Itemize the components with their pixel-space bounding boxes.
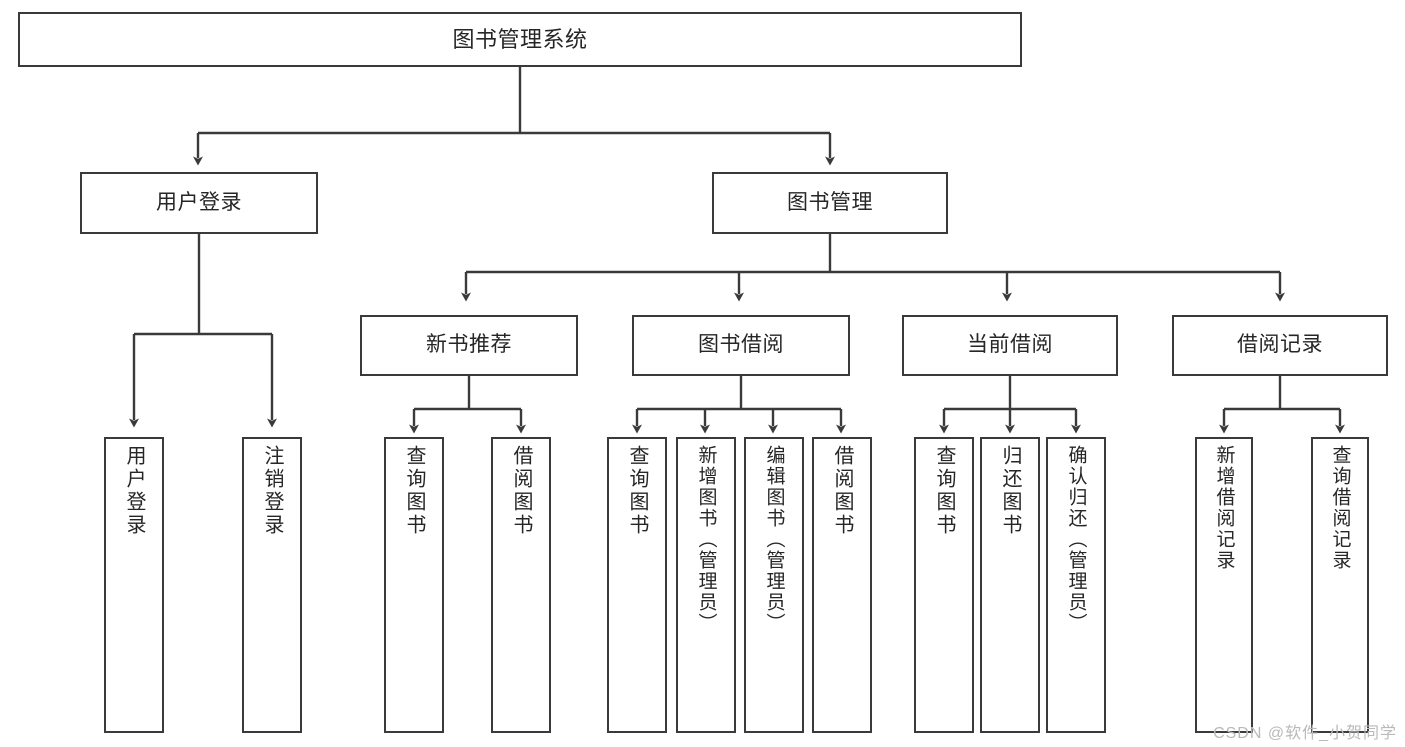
node-label: 编辑图书（管理员） <box>763 445 785 634</box>
node-book-borrow[interactable]: 图书借阅 <box>632 315 850 376</box>
leaf-borrow-book-recommendation[interactable]: 借阅图书 <box>491 437 551 733</box>
leaf-edit-book-admin[interactable]: 编辑图书（管理员） <box>744 437 804 733</box>
node-label: 查询借阅记录 <box>1329 445 1351 571</box>
node-label: 查询图书 <box>626 445 648 537</box>
leaf-add-book-admin[interactable]: 新增图书（管理员） <box>676 437 736 733</box>
node-label: 新书推荐 <box>426 333 512 357</box>
node-root-system[interactable]: 图书管理系统 <box>18 12 1022 67</box>
leaf-confirm-return-admin[interactable]: 确认归还（管理员） <box>1046 437 1106 733</box>
node-label: 归还图书 <box>999 445 1021 537</box>
node-user-login[interactable]: 用户登录 <box>80 172 318 234</box>
leaf-return-book[interactable]: 归还图书 <box>980 437 1040 733</box>
node-label: 图书借阅 <box>698 333 784 357</box>
node-label: 图书管理系统 <box>452 26 588 52</box>
node-book-management[interactable]: 图书管理 <box>712 172 948 234</box>
node-label: 用户登录 <box>156 190 242 214</box>
leaf-add-borrow-record[interactable]: 新增借阅记录 <box>1195 437 1253 733</box>
leaf-query-book-borrow[interactable]: 查询图书 <box>607 437 667 733</box>
node-label: 查询图书 <box>403 445 425 537</box>
leaf-logout[interactable]: 注销登录 <box>242 437 302 733</box>
node-label: 新增图书（管理员） <box>695 445 717 634</box>
node-label: 借阅记录 <box>1237 333 1323 357</box>
node-label: 新增借阅记录 <box>1213 445 1235 571</box>
node-label: 确认归还（管理员） <box>1065 445 1087 634</box>
node-current-borrow[interactable]: 当前借阅 <box>902 315 1118 376</box>
leaf-user-login[interactable]: 用户登录 <box>104 437 164 733</box>
node-label: 查询图书 <box>933 445 955 537</box>
node-label: 图书管理 <box>787 190 873 214</box>
node-label: 借阅图书 <box>831 445 853 537</box>
leaf-query-borrow-record[interactable]: 查询借阅记录 <box>1311 437 1369 733</box>
node-label: 注销登录 <box>261 445 283 537</box>
node-new-book-recommendation[interactable]: 新书推荐 <box>360 315 578 376</box>
node-label: 当前借阅 <box>967 333 1053 357</box>
csdn-watermark: CSDN @软件_小贺同学 <box>1213 725 1397 742</box>
leaf-query-book-recommendation[interactable]: 查询图书 <box>384 437 444 733</box>
leaf-query-book-current[interactable]: 查询图书 <box>914 437 974 733</box>
node-label: 借阅图书 <box>510 445 532 537</box>
node-borrow-record[interactable]: 借阅记录 <box>1172 315 1388 376</box>
node-label: 用户登录 <box>123 445 145 537</box>
leaf-borrow-book[interactable]: 借阅图书 <box>812 437 872 733</box>
